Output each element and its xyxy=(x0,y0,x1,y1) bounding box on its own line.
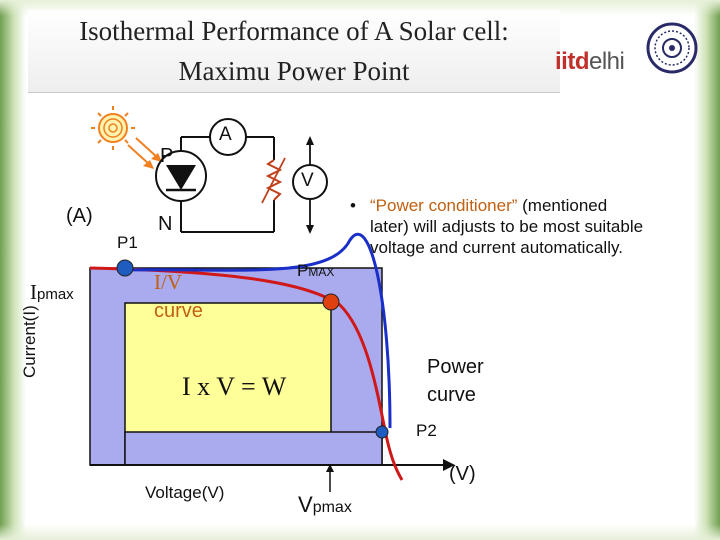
point-p1 xyxy=(116,259,134,277)
p2-label: P2 xyxy=(416,421,437,440)
point-pmax xyxy=(322,293,340,311)
ipmax-label: Ipmax xyxy=(30,280,74,304)
variable-resistor-icon xyxy=(261,157,286,204)
note-line-2: later) will adjusts to be most suitable xyxy=(370,217,644,236)
n-label: N xyxy=(158,213,173,235)
y-axis-label: Current(I) xyxy=(20,305,39,378)
note-bullet: • xyxy=(350,196,356,215)
ammeter-label: A xyxy=(219,124,232,145)
ammeter-icon xyxy=(209,118,247,156)
x-axis-label: Voltage(V) xyxy=(145,483,225,502)
p1-label: P1 xyxy=(117,233,138,252)
title-box: Isothermal Performance of A Solar cell: … xyxy=(28,10,560,93)
voltmeter-label: V xyxy=(301,170,314,191)
iv-curve-label-1: I/V xyxy=(154,270,182,294)
current-unit-label: (A) xyxy=(66,205,93,227)
note-line-1: (mentioned xyxy=(517,196,608,215)
power-curve-label-2: curve xyxy=(427,384,476,406)
light-arrows xyxy=(127,137,162,169)
pmax-label: PMAX xyxy=(297,261,335,280)
power-formula: I x V = W xyxy=(182,372,287,401)
institute-emblem-icon xyxy=(646,22,698,74)
sun-icon xyxy=(91,106,135,150)
power-curve-label-1: Power xyxy=(427,356,484,378)
vpmax-arrowhead xyxy=(326,464,334,472)
x-unit-label: (V) xyxy=(449,463,476,485)
note-highlight: “Power conditioner” xyxy=(370,196,518,215)
title-line-2: Maximu Power Point xyxy=(178,56,410,86)
p-label: P xyxy=(160,145,174,167)
vpmax-label: Vpmax xyxy=(298,492,352,517)
iv-curve-label-2: curve xyxy=(154,300,203,322)
iv-curve xyxy=(89,266,404,481)
voltmeter-icon xyxy=(292,136,328,234)
solar-cell-diode-icon xyxy=(155,150,207,202)
power-curve xyxy=(124,232,392,429)
title-line-1: Isothermal Performance of A Solar cell: xyxy=(79,16,509,46)
iitdelhi-logo: iitdelhi xyxy=(555,48,625,75)
point-p2 xyxy=(375,425,389,439)
x-axis-arrow xyxy=(443,459,455,471)
lower-region xyxy=(124,431,383,466)
note-line-3: voltage and current automatically. xyxy=(370,238,623,257)
